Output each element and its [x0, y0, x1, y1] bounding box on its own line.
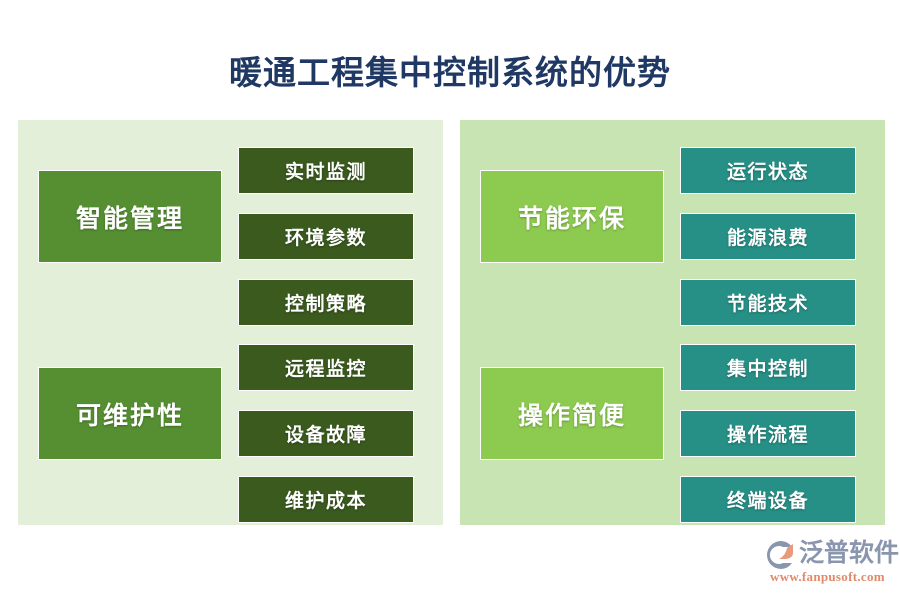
item-box-equipment-failure[interactable]: 设备故障 — [238, 410, 414, 457]
group-easy-operation: 操作简便 集中控制 操作流程 终端设备 — [460, 331, 885, 523]
item-box-environment-parameters[interactable]: 环境参数 — [238, 213, 414, 260]
item-list-easy-operation: 集中控制 操作流程 终端设备 — [680, 331, 860, 523]
group-energy-saving: 节能环保 运行状态 能源浪费 节能技术 — [460, 134, 885, 326]
item-box-terminal-equipment[interactable]: 终端设备 — [680, 476, 856, 523]
item-list-intelligent-management: 实时监测 环境参数 控制策略 — [238, 134, 418, 326]
item-box-realtime-monitoring[interactable]: 实时监测 — [238, 147, 414, 194]
category-box-energy-saving[interactable]: 节能环保 — [480, 170, 664, 263]
item-box-operating-status[interactable]: 运行状态 — [680, 147, 856, 194]
item-box-control-strategy[interactable]: 控制策略 — [238, 279, 414, 326]
group-maintainability: 可维护性 远程监控 设备故障 维护成本 — [18, 331, 443, 523]
fanpu-swoosh-logo-icon — [766, 540, 796, 570]
panel-left: 智能管理 实时监测 环境参数 控制策略 可维护性 远程监控 设备故障 维护成本 — [18, 120, 443, 525]
page-title: 暖通工程集中控制系统的优势 — [229, 56, 671, 92]
category-box-intelligent-management[interactable]: 智能管理 — [38, 170, 222, 263]
logo-company-name: 泛普软件 — [799, 539, 900, 567]
category-box-easy-operation[interactable]: 操作简便 — [480, 367, 664, 460]
item-box-energy-waste[interactable]: 能源浪费 — [680, 213, 856, 260]
item-list-maintainability: 远程监控 设备故障 维护成本 — [238, 331, 418, 523]
panel-right: 节能环保 运行状态 能源浪费 节能技术 操作简便 集中控制 操作流程 终端设备 — [460, 120, 885, 525]
item-box-remote-monitoring[interactable]: 远程监控 — [238, 344, 414, 391]
item-box-energy-saving-technology[interactable]: 节能技术 — [680, 279, 856, 326]
group-intelligent-management: 智能管理 实时监测 环境参数 控制策略 — [18, 134, 443, 326]
company-logo[interactable]: 泛普软件 www.fanpusoft.com — [766, 538, 899, 588]
item-box-operation-process[interactable]: 操作流程 — [680, 410, 856, 457]
logo-website-url: www.fanpusoft.com — [770, 569, 885, 584]
category-box-maintainability[interactable]: 可维护性 — [38, 367, 222, 460]
item-box-centralized-control[interactable]: 集中控制 — [680, 344, 856, 391]
item-list-energy-saving: 运行状态 能源浪费 节能技术 — [680, 134, 860, 326]
item-box-maintenance-cost[interactable]: 维护成本 — [238, 476, 414, 523]
